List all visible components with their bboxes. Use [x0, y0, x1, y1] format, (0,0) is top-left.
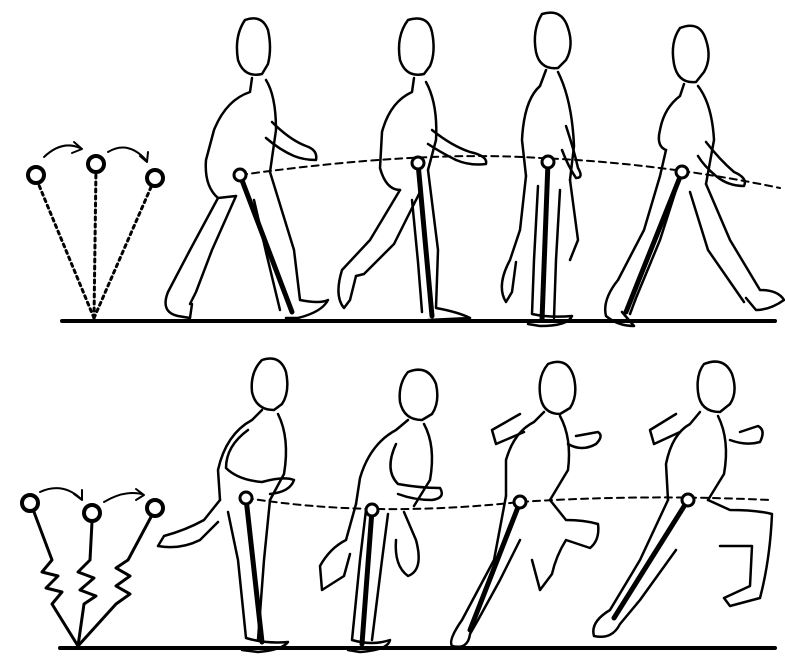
running-panel: [22, 359, 775, 653]
spring-mass-center: [84, 505, 100, 521]
walking-hip-trajectory: [240, 156, 780, 188]
runner-4-leg-line: [614, 500, 688, 618]
runner-3-leg-line: [470, 502, 520, 630]
runner-figure-4: [593, 362, 772, 637]
spring-mass-left: [22, 495, 38, 511]
runner-figure-2: [320, 370, 442, 652]
pendulum-mass-left: [28, 167, 44, 183]
walker-4-hip-marker: [676, 166, 688, 178]
walker-3-leg-line: [542, 162, 548, 320]
runner-figure-1: [158, 359, 294, 653]
arc-arrow-2: [108, 148, 146, 161]
runner-4-hip-marker: [682, 494, 694, 506]
spring-leg-left: [34, 512, 78, 646]
runner-1-leg-line: [246, 498, 262, 642]
arrowhead-icon: [74, 490, 82, 500]
runner-figure-3: [451, 362, 600, 647]
runner-3-hip-marker: [514, 496, 526, 508]
walker-figure-2: [338, 19, 486, 321]
running-spring-mass-diagram: [22, 488, 163, 646]
runner-1-hip-marker: [240, 492, 252, 504]
walker-2-hip-marker: [412, 157, 424, 169]
spring-mass-right: [147, 500, 163, 516]
walker-figure-1: [166, 18, 328, 318]
walker-figure-4: [605, 26, 784, 326]
pendulum-mass-right: [147, 170, 163, 186]
walker-figure-3: [502, 13, 581, 326]
pendulum-mass-center: [88, 156, 104, 172]
walking-inverted-pendulum-diagram: [28, 142, 163, 318]
walker-3-hip-marker: [542, 156, 554, 168]
walker-1-leg-line: [240, 175, 292, 312]
walking-panel: [28, 13, 784, 326]
runner-2-hip-marker: [366, 504, 378, 516]
walker-1-hip-marker: [234, 169, 246, 181]
